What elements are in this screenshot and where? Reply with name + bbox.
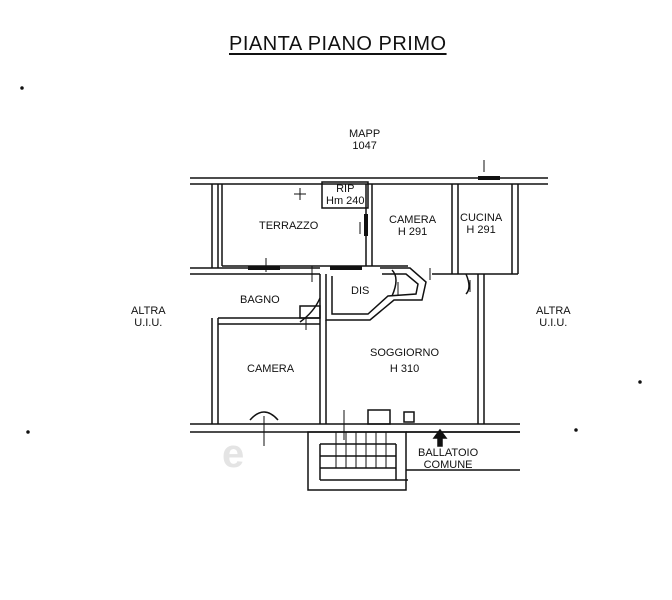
altra-uiu-left: ALTRA U.I.U. (131, 305, 166, 329)
altra-right-line1: ALTRA (536, 305, 571, 317)
mapp-text: MAPP (349, 128, 381, 140)
watermark: e (222, 432, 247, 476)
room-camera-bottom: CAMERA (247, 363, 295, 375)
cucina-height: H 291 (466, 224, 496, 236)
cucina-label: CUCINA (460, 212, 503, 224)
room-bagno: BAGNO (240, 294, 280, 306)
rip-height: Hm 240 (326, 195, 365, 207)
camera-top-height: H 291 (397, 226, 428, 238)
plan-title: PIANTA PIANO PRIMO (229, 33, 447, 55)
altra-right-line2: U.I.U. (539, 317, 568, 329)
room-rip: RIP Hm 240 (326, 183, 365, 207)
mapp-label: MAPP 1047 (349, 128, 380, 152)
camera-top-label: CAMERA (389, 214, 437, 226)
comune-label: COMUNE (423, 459, 473, 471)
ballatoio-label: BALLATOIO (418, 447, 479, 459)
mapp-number: 1047 (352, 140, 377, 152)
room-soggiorno: SOGGIORNO H 310 (370, 347, 439, 375)
room-terrazzo: TERRAZZO (259, 220, 319, 232)
room-dis: DIS (351, 285, 370, 297)
altra-uiu-right: ALTRA U.I.U. (536, 305, 571, 329)
room-camera-top: CAMERA H 291 (389, 214, 436, 238)
altra-left-line2: U.I.U. (134, 317, 163, 329)
altra-left-line1: ALTRA (131, 305, 166, 317)
area-ballatoio: BALLATOIO COMUNE (418, 447, 478, 471)
soggiorno-label: SOGGIORNO (370, 347, 440, 359)
rip-label: RIP (336, 183, 355, 195)
room-cucina: CUCINA H 291 (460, 212, 502, 236)
soggiorno-height: H 310 (389, 363, 420, 375)
